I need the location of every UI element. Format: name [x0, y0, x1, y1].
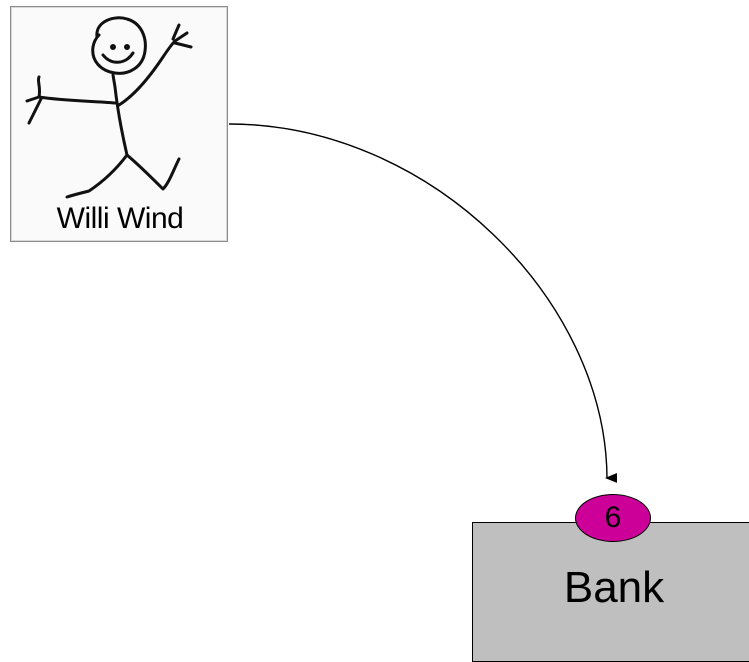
- connector-arrow: [228, 123, 618, 483]
- bank-label: Bank: [563, 563, 665, 612]
- person-node[interactable]: Willi Wind: [10, 6, 228, 242]
- stick-figure-icon: [25, 16, 193, 199]
- bank-node[interactable]: [472, 522, 749, 662]
- step-badge: 6: [575, 494, 651, 542]
- person-label: Willi Wind: [56, 202, 184, 235]
- step-number: 6: [604, 501, 622, 534]
